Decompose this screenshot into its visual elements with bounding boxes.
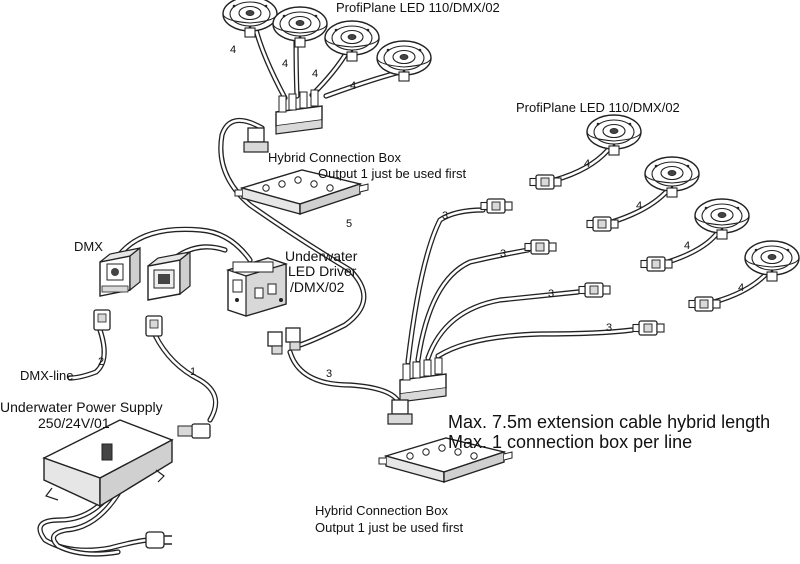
dmx-module-2: [147, 250, 191, 301]
bottom-connector: [387, 399, 413, 425]
hybrid-box-bottom-line1: Hybrid Connection Box: [315, 503, 448, 518]
cable-number: 4: [584, 158, 591, 170]
right-connector-1: [480, 174, 562, 214]
cable-number: 4: [636, 200, 643, 212]
right-lamp-2: [644, 156, 700, 198]
right-light-title: ProfiPlane LED 110/DMX/02: [516, 100, 680, 115]
right-lamp-1: [586, 114, 642, 156]
led-driver: [226, 257, 288, 317]
cable-number: 3: [606, 322, 613, 334]
cable-group: [37, 23, 771, 557]
right-connector-2: [524, 216, 619, 255]
power-supply-line1: Underwater Power Supply: [0, 399, 163, 415]
dmx-label: DMX: [74, 239, 103, 254]
cable-number: 4: [282, 58, 289, 70]
hybrid-box-top-line2: Output 1 just be used first: [318, 166, 467, 181]
right-lamp-4: [744, 240, 800, 282]
dmx-module-1: [99, 246, 141, 297]
dmx-line-label: DMX-line: [20, 368, 74, 383]
top-lamp-1: [222, 0, 278, 38]
cable-number: 3: [548, 288, 555, 300]
cable-number: 3: [500, 248, 507, 260]
cable-number: 4: [312, 68, 319, 80]
cable-number: 1: [190, 366, 197, 378]
right-splitter: [399, 357, 447, 403]
cable-number: 3: [442, 210, 449, 222]
note-line2: Max. 1 connection box per line: [448, 432, 693, 452]
cable-number: 5: [346, 218, 353, 230]
mains-plug: [145, 531, 172, 549]
power-supply-connector: [177, 423, 211, 439]
cable-number: 4: [230, 44, 237, 56]
cable-number: 2: [98, 356, 105, 368]
right-connector-4: [632, 296, 721, 336]
top-lamp-2: [272, 6, 328, 48]
dmx-plug-right: [145, 315, 163, 337]
dmx-plug-left: [93, 309, 111, 331]
driver-label-line1: Underwater: [285, 248, 358, 264]
top-light-title: ProfiPlane LED 110/DMX/02: [336, 0, 500, 15]
cable-number: 4: [738, 282, 745, 294]
right-lamp-3: [694, 198, 750, 240]
cable-number: 3: [326, 368, 333, 380]
power-supply: [42, 419, 174, 508]
right-connector-3: [578, 256, 673, 298]
top-connector: [243, 127, 269, 153]
note-line1: Max. 7.5m extension cable hybrid length: [448, 412, 771, 432]
driver-label-line3: /DMX/02: [290, 279, 345, 295]
top-lamp-3: [324, 20, 380, 62]
hybrid-box-bottom-line2: Output 1 just be used first: [315, 520, 464, 535]
hybrid-box-top-line1: Hybrid Connection Box: [268, 150, 401, 165]
cable-number: 4: [684, 240, 691, 252]
driver-label-line2: LED Driver: [288, 263, 357, 279]
driver-output-connectors: [267, 327, 301, 355]
power-supply-line2: 250/24V/01: [38, 415, 110, 431]
cable-number: 4: [350, 80, 357, 92]
